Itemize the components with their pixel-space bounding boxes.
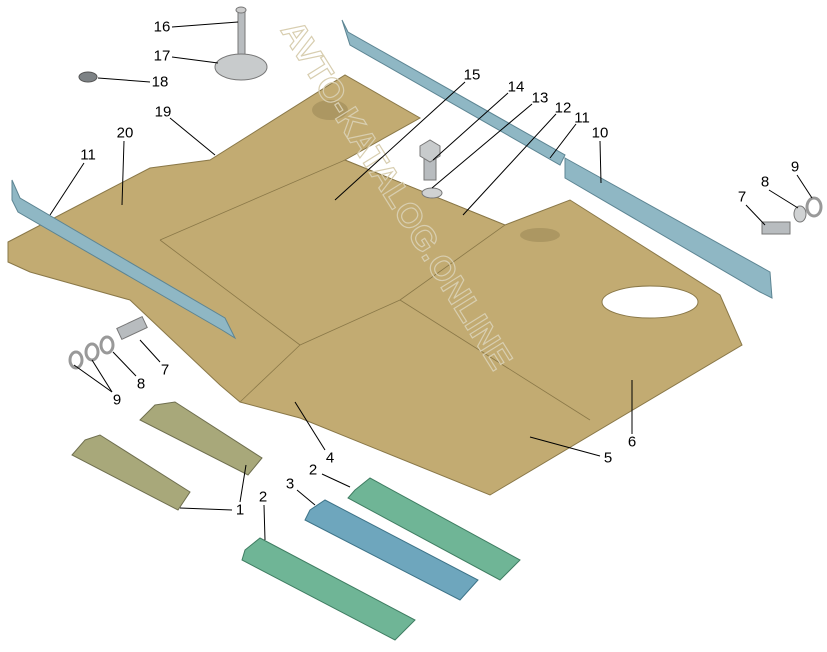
callout-4: 4 [325, 449, 335, 467]
callout-2-upper: 2 [308, 461, 318, 479]
callout-8-left: 8 [136, 375, 146, 393]
callout-11-left: 11 [80, 146, 96, 164]
callout-16: 16 [153, 18, 171, 36]
callout-3: 3 [285, 475, 295, 493]
callout-7-left: 7 [160, 361, 170, 379]
bolt-16 [235, 6, 247, 61]
bracket-3 [304, 499, 479, 601]
callout-20: 20 [116, 124, 134, 142]
washer-8-right [793, 205, 807, 223]
bracket-1a [139, 401, 263, 476]
callout-11-right: 11 [574, 109, 590, 127]
callout-1: 1 [235, 501, 245, 519]
callout-9-left: 9 [112, 391, 122, 409]
callout-19: 19 [154, 103, 172, 121]
bracket-2b [241, 537, 416, 641]
bolt-14 [419, 139, 441, 181]
washer-8-left [99, 335, 115, 355]
callout-18: 18 [151, 73, 169, 91]
callout-12: 12 [554, 99, 572, 117]
screw-18 [78, 71, 98, 83]
bolt-7-right [761, 221, 791, 235]
callout-6: 6 [627, 433, 637, 451]
leader-lines [49, 21, 813, 541]
rail-right [564, 157, 773, 299]
bracket-2a [347, 477, 521, 581]
callout-2-lower: 2 [258, 488, 268, 506]
callout-13: 13 [531, 89, 549, 107]
floor-board [7, 74, 743, 496]
washer-17 [214, 53, 268, 81]
washer-9-left-a [84, 342, 100, 362]
callout-5: 5 [603, 449, 613, 467]
washer-9-right [805, 196, 823, 218]
rail-left [11, 179, 237, 340]
callout-10: 10 [591, 124, 609, 142]
washer-13 [421, 187, 443, 199]
callout-15: 15 [463, 66, 481, 84]
bracket-1b [71, 434, 191, 511]
callout-8-right: 8 [760, 173, 770, 191]
callout-9-right: 9 [790, 158, 800, 176]
callout-14: 14 [507, 78, 525, 96]
callout-7-right: 7 [737, 188, 747, 206]
bolt-7-left [116, 315, 148, 341]
callout-17: 17 [153, 47, 171, 65]
washer-9-left-b [68, 350, 84, 370]
